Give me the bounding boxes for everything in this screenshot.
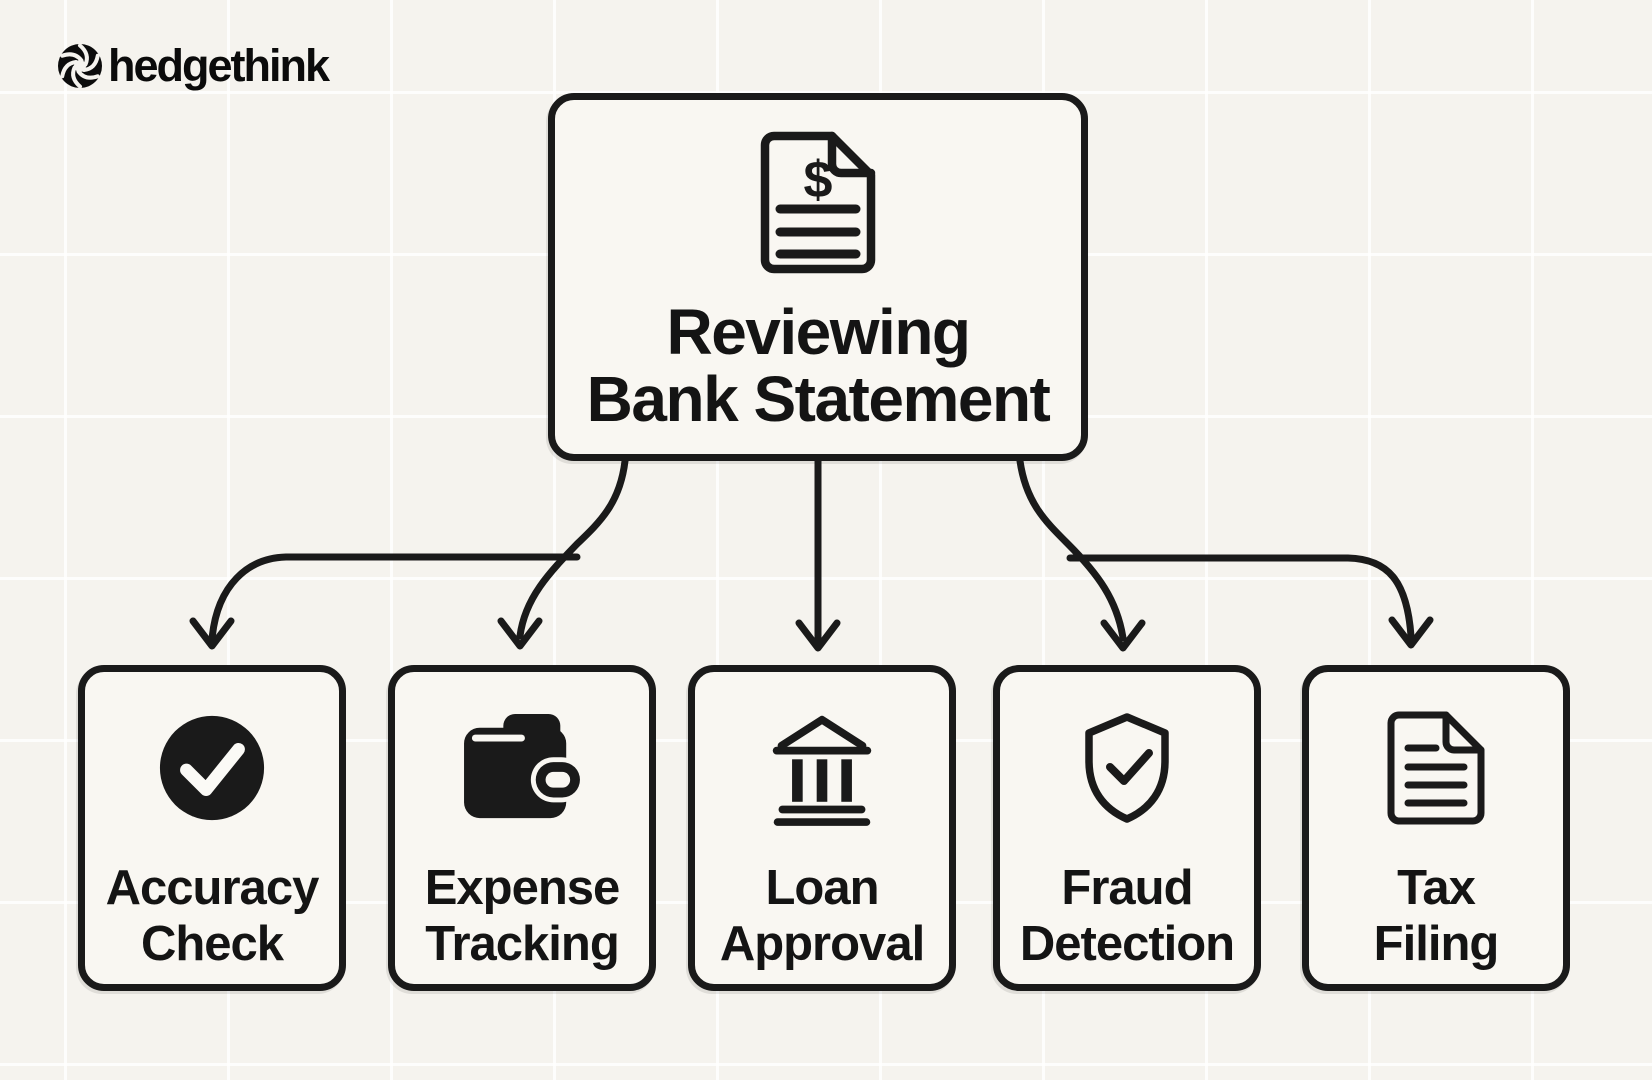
arrowhead-expense-tracking (497, 617, 543, 650)
card-label: Accuracy Check (105, 860, 320, 972)
root-title: Reviewing Bank Statement (586, 296, 1051, 435)
arrowhead-fraud-detection (1100, 619, 1146, 652)
root-title-line2: Bank Statement (586, 363, 1051, 435)
node-fraud-detection: Fraud Detection (993, 665, 1261, 991)
card-label: Fraud Detection (1019, 860, 1235, 972)
tax-document-icon (1384, 711, 1488, 825)
edge-to-fraud-detection (1016, 457, 1127, 642)
aperture-logo-icon (56, 42, 104, 90)
label-line1: Tax (1397, 861, 1476, 915)
edge-to-tax-filing (1066, 554, 1415, 640)
dollar-document-icon: $ (754, 130, 882, 275)
label-line1: Loan (765, 861, 879, 915)
dollar-glyph: $ (804, 151, 833, 209)
edge-to-expense-tracking (516, 457, 629, 640)
node-accuracy-check: Accuracy Check (78, 665, 346, 991)
bank-icon (766, 712, 878, 826)
label-line2: Check (140, 917, 284, 971)
shield-check-icon (1077, 712, 1177, 824)
card-label: Tax Filing (1373, 860, 1500, 972)
node-loan-approval: Loan Approval (688, 665, 956, 991)
label-line2: Approval (719, 917, 925, 971)
label-line2: Tracking (425, 917, 620, 971)
card-label: Loan Approval (719, 860, 925, 972)
arrowhead-loan-approval (795, 619, 841, 652)
label-line2: Detection (1019, 917, 1235, 971)
logo-wordmark: hedgethink (108, 40, 330, 91)
arrowhead-accuracy-check (189, 617, 235, 650)
hedgethink-logo: hedgethink (56, 40, 330, 91)
root-title-line1: Reviewing (666, 296, 971, 368)
edge-to-accuracy-check (208, 553, 581, 643)
card-label: Expense Tracking (424, 860, 621, 972)
arrowhead-tax-filing (1388, 616, 1434, 649)
label-line1: Accuracy (105, 861, 320, 915)
label-line1: Fraud (1061, 861, 1193, 915)
label-line2: Filing (1373, 917, 1500, 971)
wallet-icon (460, 712, 584, 824)
node-tax-filing: Tax Filing (1302, 665, 1570, 991)
check-circle-icon (156, 712, 268, 824)
label-line1: Expense (424, 861, 621, 915)
node-reviewing-bank-statement: $ Reviewing Bank Statement (548, 93, 1088, 461)
node-expense-tracking: Expense Tracking (388, 665, 656, 991)
